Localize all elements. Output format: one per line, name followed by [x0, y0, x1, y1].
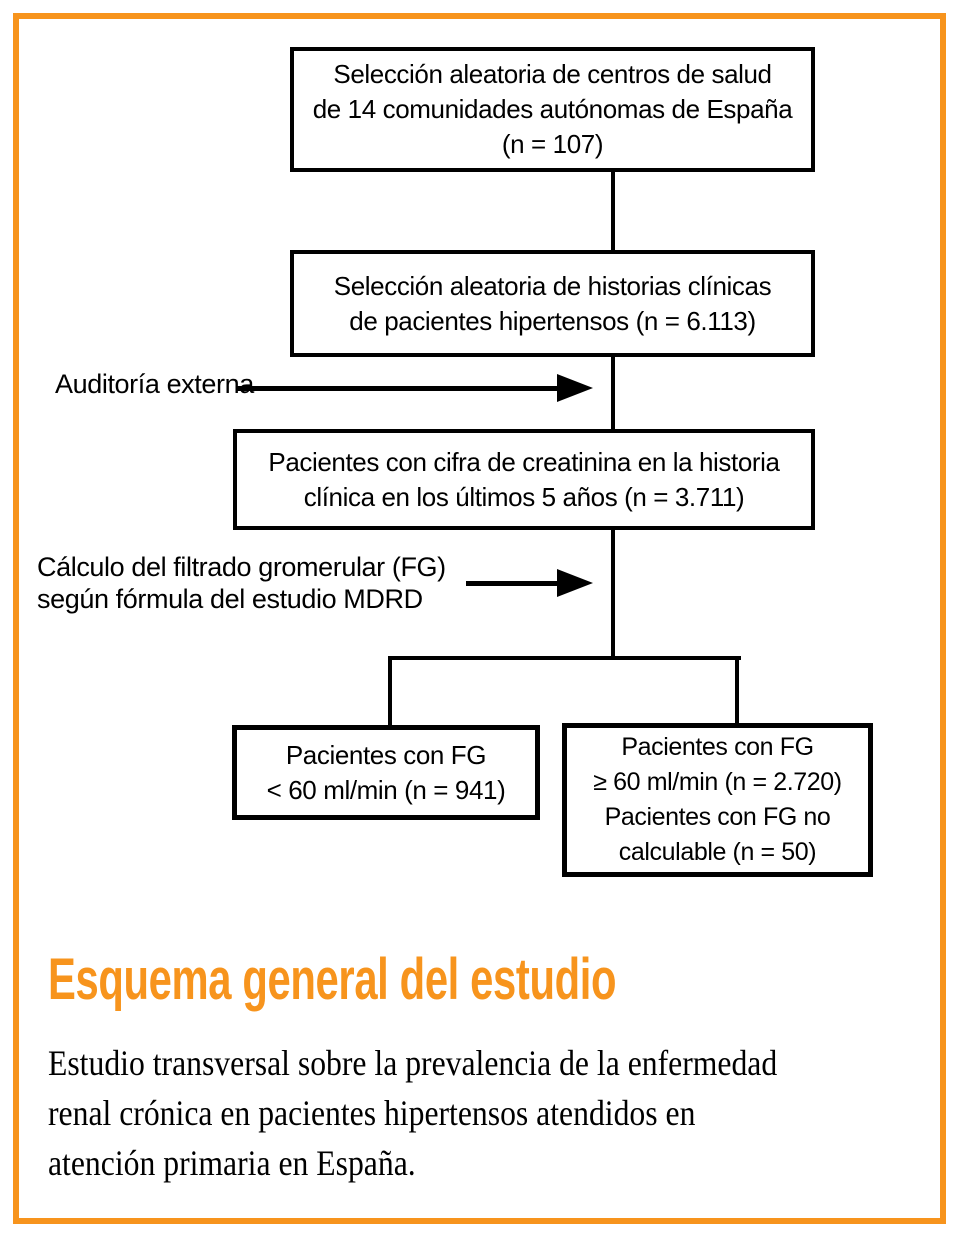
- flow-box-text-line: calculable (n = 50): [618, 838, 817, 866]
- annotation-text-line: Auditoría externa: [55, 369, 254, 399]
- connector-line-vertical-3: [611, 528, 615, 660]
- caption-text-line: atención primaria en España.: [48, 1143, 416, 1183]
- figure-border: [13, 13, 946, 1224]
- mdrd-arrow-line: [466, 581, 559, 586]
- flow-box-text-line: Pacientes con cifra de creatinina en la …: [268, 446, 780, 477]
- flow-box-text-line: ≥ 60 ml/min (n = 2.720): [593, 768, 842, 796]
- flow-box-text-line: Selección aleatoria de centros de salud: [333, 59, 772, 89]
- caption-text-line: Estudio transversal sobre la prevalencia…: [48, 1043, 778, 1083]
- connector-line-vertical-2: [611, 355, 615, 431]
- flow-box-centros-salud: Selección aleatoria de centros de salud …: [290, 47, 815, 172]
- flow-box-text-line: Selección aleatoria de historias clínica…: [333, 270, 772, 301]
- connector-line-right-leg: [735, 656, 739, 725]
- connector-line-vertical-1: [611, 170, 615, 252]
- figure-caption: Estudio transversal sobre la prevalencia…: [48, 1038, 777, 1188]
- annotation-text-line: Cálculo del filtrado gromerular (FG): [37, 552, 446, 582]
- flow-box-fg-menor-60: Pacientes con FG < 60 ml/min (n = 941): [232, 725, 540, 820]
- flow-box-text-line: < 60 ml/min (n = 941): [266, 774, 506, 805]
- annotation-text-line: según fórmula del estudio MDRD: [37, 584, 423, 614]
- connector-line-split-horizontal: [388, 656, 741, 660]
- connector-line-left-leg: [388, 656, 392, 727]
- flow-box-creatinina: Pacientes con cifra de creatinina en la …: [233, 429, 815, 530]
- flow-box-text-line: Pacientes con FG: [285, 739, 487, 770]
- flow-box-text-line: clínica en los últimos 5 años (n = 3.711…: [303, 481, 745, 512]
- flow-box-text-line: de 14 comunidades autónomas de España: [312, 94, 793, 124]
- flow-box-text-line: Pacientes con FG: [621, 733, 814, 761]
- caption-text-line: renal crónica en pacientes hipertensos a…: [48, 1093, 696, 1133]
- arrow-right-icon: [557, 374, 593, 402]
- flow-box-text-line: de pacientes hipertensos (n = 6.113): [349, 305, 756, 336]
- audit-arrow-line: [237, 386, 559, 391]
- flow-box-fg-mayor-igual-60: Pacientes con FG ≥ 60 ml/min (n = 2.720)…: [562, 723, 873, 877]
- flow-box-text-line: (n = 107): [501, 129, 604, 159]
- audit-annotation-label: Auditoría externa: [55, 368, 254, 400]
- mdrd-annotation-label: Cálculo del filtrado gromerular (FG) seg…: [37, 551, 446, 615]
- arrow-right-icon: [557, 569, 593, 597]
- flow-box-text-line: Pacientes con FG no: [604, 803, 831, 831]
- figure-title: Esquema general del estudio: [48, 947, 617, 1012]
- flow-box-historias-clinicas: Selección aleatoria de historias clínica…: [290, 250, 815, 357]
